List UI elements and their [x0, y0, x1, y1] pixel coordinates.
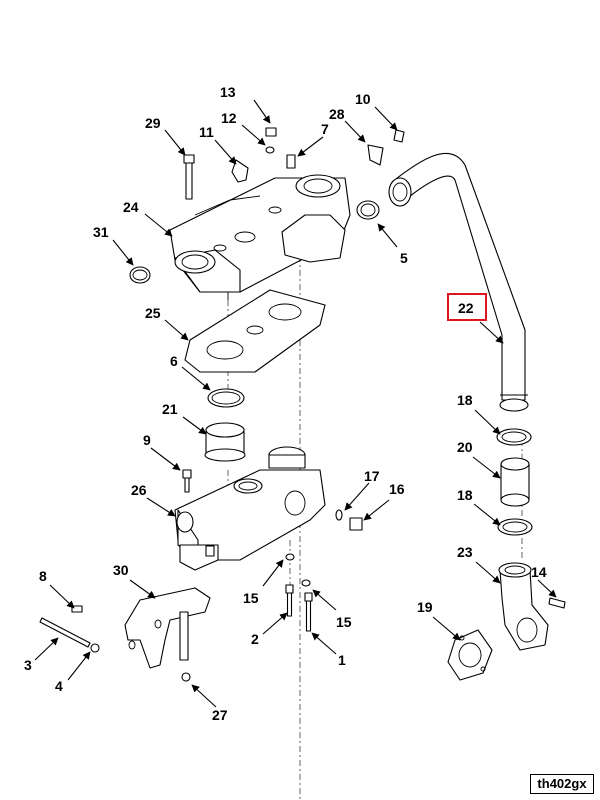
callout-20: 20 — [457, 439, 473, 455]
bracket-28 — [367, 129, 405, 166]
callout-1: 1 — [338, 652, 346, 668]
upper-thermostat-housing — [169, 174, 351, 300]
callout-17: 17 — [364, 468, 380, 484]
o-ring-5 — [356, 200, 380, 220]
figure-id-label: th402gx — [530, 774, 594, 794]
callout-26: 26 — [131, 482, 147, 498]
coolant-tube-22 — [388, 152, 529, 412]
callout-18-upper: 18 — [457, 392, 473, 408]
callout-19: 19 — [417, 599, 433, 615]
bolt-14 — [548, 597, 566, 609]
callout-25: 25 — [145, 305, 161, 321]
callout-24: 24 — [123, 199, 139, 215]
bolts-lower — [39, 553, 313, 682]
callout-8: 8 — [39, 568, 47, 584]
callout-6: 6 — [170, 353, 178, 369]
callout-14: 14 — [531, 564, 547, 580]
bracket-30 — [124, 587, 211, 669]
callout-10: 10 — [355, 91, 371, 107]
gasket-25 — [184, 289, 326, 373]
callout-27: 27 — [212, 707, 228, 723]
callout-23: 23 — [457, 544, 473, 560]
callout-29: 29 — [145, 115, 161, 131]
callout-22-highlight — [447, 293, 487, 321]
callout-12: 12 — [221, 110, 237, 126]
plug-16 — [349, 517, 363, 531]
callout-2: 2 — [251, 631, 259, 647]
callout-9: 9 — [143, 432, 151, 448]
callout-28: 28 — [329, 106, 345, 122]
gasket-19 — [447, 629, 493, 681]
thermostat-21 — [204, 422, 246, 462]
callout-13: 13 — [220, 84, 236, 100]
callout-3: 3 — [24, 657, 32, 673]
callout-30: 30 — [113, 562, 129, 578]
callout-15-right: 15 — [336, 614, 352, 630]
callout-22: 22 — [458, 300, 474, 316]
callout-21: 21 — [162, 401, 178, 417]
clamps-and-sleeve — [496, 428, 533, 536]
callout-15-left: 15 — [243, 590, 259, 606]
callout-5: 5 — [400, 250, 408, 266]
small-fittings — [231, 127, 296, 183]
callout-4: 4 — [55, 678, 63, 694]
callout-leaders — [34, 99, 557, 708]
callout-16: 16 — [389, 481, 405, 497]
washer-17 — [335, 509, 343, 521]
lower-thermostat-housing — [174, 446, 326, 571]
callout-labels: 13 12 7 10 28 29 11 24 31 5 22 25 6 21 9… — [24, 84, 547, 723]
callout-31: 31 — [93, 224, 109, 240]
bolt-9 — [182, 469, 192, 493]
elbow-23 — [498, 562, 549, 651]
bolt-29 — [183, 154, 195, 200]
callout-18-lower: 18 — [457, 487, 473, 503]
callout-7: 7 — [321, 121, 329, 137]
callout-11: 11 — [199, 124, 214, 140]
